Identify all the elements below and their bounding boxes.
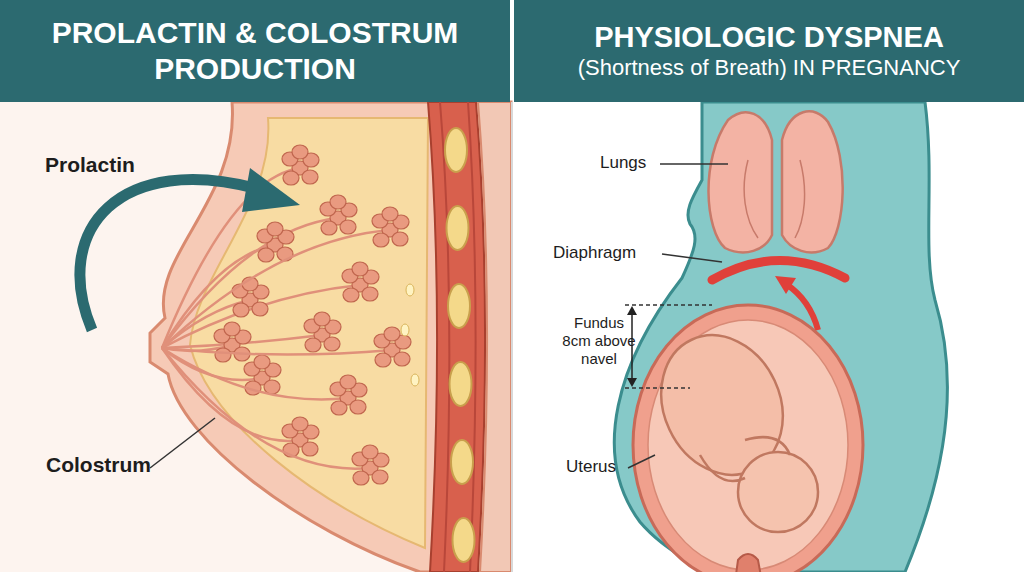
lobule [352,262,368,276]
colostrum-drop [401,324,409,336]
lobule [324,337,340,351]
lobule [340,220,356,234]
lobule [302,442,318,456]
fetus-limbs [700,437,790,481]
lobule [283,171,299,185]
lobule [382,207,398,221]
header-text: PHYSIOLOGIC DYSPNEA [594,20,944,55]
lobule [362,445,378,459]
lobule [292,417,308,431]
lobule [362,287,378,301]
part-label: Lungs [600,153,660,173]
rib [453,518,475,562]
lungs [708,111,842,252]
lobule [373,233,389,247]
milk-duct [162,348,300,441]
header-band: PHYSIOLOGIC DYSPNEA(Shortness of Breath)… [514,0,1024,102]
milk-duct [162,230,390,348]
dimension-line [625,387,690,389]
lobule [343,288,359,302]
leader-line [628,455,655,468]
muscle-fiber [440,102,450,572]
lobule [314,312,330,326]
lobule [331,401,347,415]
lobule [215,348,231,362]
lobule [258,248,274,262]
lobule [384,327,400,341]
lobule [267,222,283,236]
header-text: PROLACTIN & COLOSTRUM PRODUCTION [20,15,490,87]
leader-line [150,418,215,468]
callout-label: Prolactin [45,152,165,177]
part-label: Fundus 8cm above navel [562,314,636,368]
lobule [252,302,268,316]
colostrum-drop [411,374,419,386]
lobule [305,338,321,352]
chest-muscle [428,102,485,572]
lobule [394,352,410,366]
panel-background [0,102,511,572]
colostrum-drop [406,284,414,296]
callout-label: Colostrum [46,452,166,477]
mammary-lobules [162,145,419,485]
milk-duct [162,218,338,348]
rib [448,284,470,328]
part-label: Diaphragm [553,243,663,263]
header-text: (Shortness of Breath) IN PREGNANCY [578,55,961,81]
lung-fissure [744,160,804,238]
uterus [633,305,863,572]
lobule [330,195,346,209]
arrow-head [242,168,300,212]
lobule [233,303,249,317]
rib [445,128,467,172]
cervix [735,554,762,572]
lobule [375,353,391,367]
rib [447,206,469,250]
leader-line [660,163,728,165]
lobule [350,400,366,414]
milk-duct [162,348,348,399]
rib [451,440,473,484]
part-label: Uterus [566,457,626,477]
lobule [264,380,280,394]
arrow-head [627,306,637,315]
dimension-line [625,304,712,306]
rib [450,362,472,406]
lobule [392,232,408,246]
ribs [445,128,475,562]
lobule [372,470,388,484]
header-band: PROLACTIN & COLOSTRUM PRODUCTION [0,0,510,102]
milk-duct [162,300,250,348]
muscle-fiber [468,102,476,572]
chest-wall [478,102,511,572]
milk-duct [162,348,370,469]
arrow-head [775,276,796,294]
lobule [254,355,270,369]
lobule [321,221,337,235]
arrow-head [627,378,637,387]
lobule [353,471,369,485]
leader-line [662,254,722,262]
lobule [224,322,240,336]
lobule [340,375,356,389]
lobule [302,170,318,184]
breast-outline [150,102,511,572]
panel-divider [511,102,513,572]
fetus-head [738,452,818,532]
pregnant-body [614,102,947,572]
milk-duct [162,348,392,355]
lobule [292,145,308,159]
prolactin-arrow [80,179,262,330]
